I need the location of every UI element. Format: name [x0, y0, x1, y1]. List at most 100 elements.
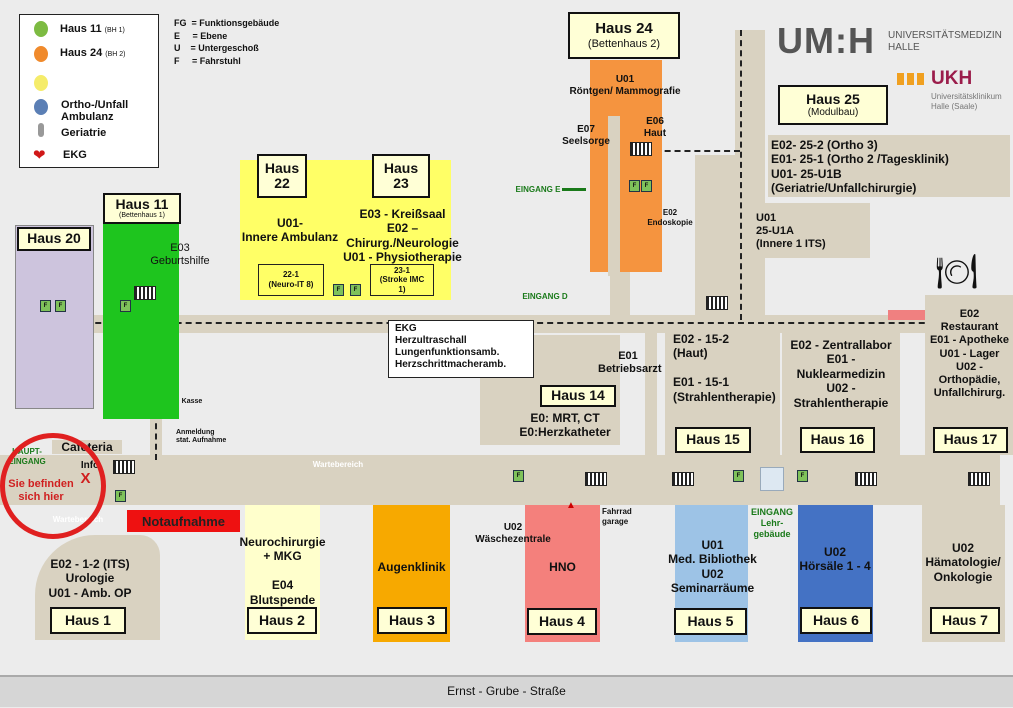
- haus5-text: U01 Med. Bibliothek U02 Seminarräume: [668, 538, 757, 596]
- haus11-sub: (Bettenhaus 1): [119, 212, 165, 220]
- elevator-icon: F: [120, 300, 131, 312]
- haus16-label: Haus 16: [800, 427, 875, 453]
- room-23-1: 23-1 (Stroke IMC 1): [370, 264, 434, 296]
- haus24-title: Haus 24: [595, 20, 653, 38]
- stairs-icon: [855, 472, 877, 486]
- haus25-text: E02- 25-2 (Ortho 3) E01- 25-1 (Ortho 2 /…: [771, 138, 949, 196]
- haus3-text: Augenklinik: [377, 560, 446, 574]
- orange-footprint-icon: [34, 46, 48, 62]
- haus4-text: HNO: [549, 560, 576, 574]
- legend-sub: (BH 2): [105, 51, 126, 58]
- main-corridor: [0, 455, 1000, 505]
- haus11-building[interactable]: [103, 222, 179, 419]
- haus24-text: E07 Seelsorge: [562, 124, 610, 147]
- stairs-icon: [672, 472, 694, 486]
- stairs-icon: [706, 296, 728, 310]
- heart-icon: ❤: [33, 147, 46, 164]
- haus25-text: U01 25-U1A (Innere 1 ITS): [756, 212, 826, 251]
- yellow-footprint-icon: [34, 75, 48, 91]
- elevator-icon: F: [40, 300, 51, 312]
- route-line: [740, 30, 742, 320]
- haus7-text: U02 Hämatologie/ Onkologie: [925, 541, 1001, 584]
- abbr: F = Fahrstuhl: [174, 55, 241, 66]
- haus11-label: Haus 11(Bettenhaus 1): [103, 193, 181, 224]
- haus25-wing: [695, 155, 740, 315]
- legend-label: Haus 11: [60, 23, 102, 35]
- haus3-label: Haus 3: [377, 607, 447, 634]
- ukh-logo-text: Universitätsklinikum Halle (Saale): [931, 92, 1002, 111]
- ukh-logo: UKH: [931, 68, 973, 89]
- abbr: U = Untergeschoß: [174, 43, 259, 53]
- haus11-title: Haus 11: [115, 195, 169, 212]
- haus25-building[interactable]: [768, 135, 1010, 197]
- elevator-box-icon: [760, 467, 784, 491]
- haus17-label: Haus 17: [933, 427, 1008, 453]
- haus20-building[interactable]: [15, 225, 94, 409]
- haus7-label: Haus 7: [930, 607, 1000, 634]
- abbr: E = Ebene: [174, 30, 228, 41]
- you-are-here-label: Sie befinden sich hier: [8, 478, 74, 504]
- haus24-label: Haus 24(Bettenhaus 2): [568, 12, 680, 59]
- haus25-label: Haus 25(Modulbau): [778, 85, 888, 125]
- wartebereich-label: Wartebereich: [312, 460, 364, 469]
- geriatric-person-icon: [38, 123, 44, 137]
- haus14-label: Haus 14: [540, 385, 616, 407]
- elevator-icon: F: [350, 284, 361, 296]
- haus2-label: Haus 2: [247, 607, 317, 634]
- eingang-d-label[interactable]: EINGANG D: [522, 292, 568, 301]
- haus17-text: E02 Restaurant E01 - Apotheke U01 - Lage…: [929, 308, 1010, 400]
- stairs-icon: [630, 142, 652, 156]
- legend-label: EKG: [63, 149, 87, 161]
- legend: Haus 11 (BH 1) Haus 24 (BH 2) Ortho-/Unf…: [19, 14, 159, 168]
- haus24-text: U01 Röntgen/ Mammografie: [569, 74, 681, 97]
- legend-label: Haus 24: [60, 47, 103, 59]
- haus4-label: Haus 4: [527, 608, 597, 635]
- ukh-logo-bars: [897, 73, 925, 85]
- eingang-lehrgebaeude-label[interactable]: EINGANG Lehr- gebäude: [750, 507, 793, 539]
- haus15-text: E02 - 15-2 (Haut) E01 - 15-1 (Strahlenth…: [673, 332, 776, 404]
- you-are-here-circle: [0, 433, 106, 539]
- corridor-haus14: [645, 330, 657, 460]
- haus24-sub: (Bettenhaus 2): [587, 37, 661, 50]
- you-are-here-x: X: [80, 470, 91, 487]
- haus5-label: Haus 5: [674, 608, 747, 635]
- haus22-text: U01- Innere Ambulanz: [241, 216, 339, 245]
- haus6-text: U02 Hörsäle 1 - 4: [799, 545, 871, 574]
- passage: [888, 310, 926, 320]
- elevator-icon: F: [629, 180, 640, 192]
- abbr: FG = Funktionsgebäude: [174, 18, 280, 28]
- haus15-label: Haus 15: [675, 427, 751, 453]
- haus1-label: Haus 1: [50, 607, 126, 634]
- restaurant-icon: 🍽: [935, 253, 979, 291]
- entrance-marker-icon: ▲: [566, 500, 576, 511]
- green-footprint-icon: [34, 21, 48, 37]
- elevator-icon: F: [797, 470, 808, 482]
- haus11-text: E03 Geburtshilfe: [150, 242, 210, 268]
- haus25-title: Haus 25: [806, 90, 860, 107]
- haus25-u1a: [750, 203, 870, 258]
- haus14-text: E0: MRT, CT E0:Herzkatheter: [519, 411, 611, 440]
- haus25-sub: (Modulbau): [807, 107, 859, 119]
- elevator-icon: F: [115, 490, 126, 502]
- haus22-label: Haus 22: [257, 154, 307, 198]
- notaufnahme[interactable]: Notaufnahme: [127, 510, 240, 532]
- elevator-icon: F: [513, 470, 524, 482]
- umh-logo-text: UNIVERSITÄTSMEDIZIN HALLE: [888, 30, 1002, 53]
- haus16-text: E02 - Zentrallabor E01 - Nuklearmedizin …: [790, 338, 892, 410]
- legend-label: Ortho-/Unfall Ambulanz: [61, 99, 129, 123]
- stairs-icon: [113, 460, 135, 474]
- elevator-icon: F: [641, 180, 652, 192]
- elevator-icon: F: [333, 284, 344, 296]
- haus24-text: E06 Haut: [643, 116, 667, 139]
- haus2-text: Neurochirurgie + MKG E04 Blutspende: [239, 535, 326, 607]
- blue-footprint-icon: [34, 99, 48, 115]
- eingang-e-label[interactable]: EINGANG E: [515, 185, 561, 194]
- anmeldung-label: Anmeldung stat. Aufnahme: [176, 429, 227, 445]
- haus14-text: E01 Betriebsarzt: [598, 350, 662, 376]
- street-name: Ernst - Grube - Straße: [447, 684, 566, 698]
- elevator-icon: F: [733, 470, 744, 482]
- fahrradgarage-label: Fahrrad garage: [602, 507, 632, 526]
- stairs-icon: [585, 472, 607, 486]
- haus24-building[interactable]: [590, 60, 662, 272]
